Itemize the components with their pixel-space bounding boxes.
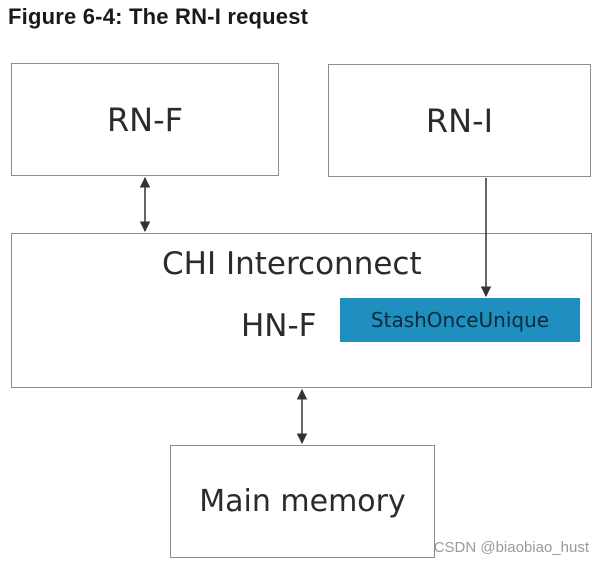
- figure-title: Figure 6-4: The RN-I request: [8, 4, 309, 29]
- rn-i-box: RN-I: [328, 64, 591, 177]
- watermark-text: CSDN @biaobiao_hust: [433, 539, 589, 556]
- chi-interconnect-box: CHI Interconnect HN-F StashOnceUnique: [11, 233, 592, 388]
- stash-once-unique-label: StashOnceUnique: [370, 308, 550, 332]
- watermark: CSDN @biaobiao_hust: [434, 539, 589, 556]
- hn-f-label: HN-F: [241, 308, 317, 344]
- main-memory-label: Main memory: [199, 484, 406, 519]
- rn-i-label: RN-I: [425, 101, 494, 140]
- chi-interconnect-label: CHI Interconnect: [162, 246, 422, 282]
- rn-f-label: RN-F: [106, 100, 184, 139]
- main-memory-box: Main memory: [170, 445, 435, 558]
- rn-f-box: RN-F: [11, 63, 279, 176]
- stash-once-unique-request: StashOnceUnique: [340, 298, 580, 342]
